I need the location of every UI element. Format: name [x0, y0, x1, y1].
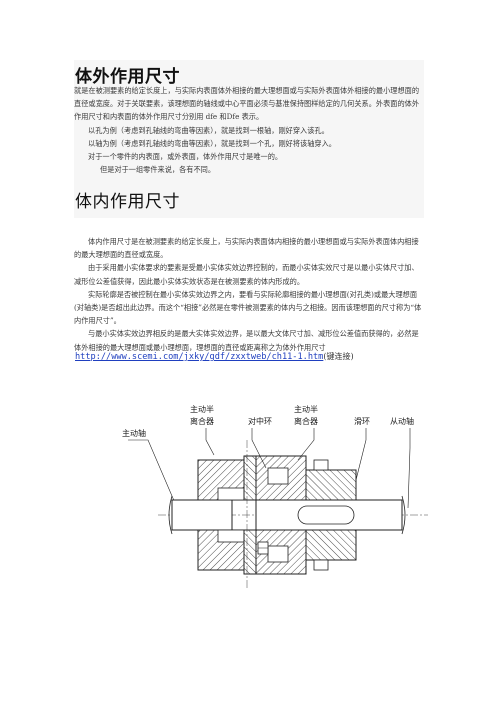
label-driving-shaft: 主动轴: [122, 428, 146, 438]
reference-link-line: http://www.scemi.com/jxky/gdf/zxxtweb/ch…: [75, 351, 354, 362]
section1-background: [74, 60, 424, 184]
section1-item-group: 但是对于一组零件来说，各有不同。: [100, 165, 216, 175]
label-centering-ring: 对中环: [248, 416, 272, 426]
section1-body: 就是在被测要素的给定长度上，与实际内表面体外相接的最大理想面或与实际外表面体外相…: [74, 84, 424, 176]
key-detail: [257, 541, 269, 555]
section1-title: 体外作用尺寸: [75, 67, 180, 87]
centering-ring-shape: [243, 455, 257, 575]
section2-paragraph-4: 与最小实体实效边界相反的是最大实体实效边界，是以最大文体尺寸加、减形位公差值而获…: [74, 329, 419, 352]
section1-paragraph: 就是在被测要素的给定长度上，与实际内表面体外相接的最大理想面或与实际外表面体外相…: [74, 86, 420, 122]
reference-link-suffix: (键连接): [323, 352, 354, 361]
section2-paragraph-3: 实际轮廓是否被控制在最小实体实效边界之内，要看与实际轮廓相接的最小理想面(对孔类…: [74, 289, 422, 326]
slip-ring-shape: [305, 459, 357, 571]
section1-item-unique: 对于一个零件的内表面，或外表面，体外作用尺寸是唯一的。: [88, 152, 283, 162]
label-driving-half-2: 离合器: [190, 416, 214, 426]
label-driven-half-1: 主动半: [294, 404, 318, 414]
section2-paragraph-1: 体内作用尺寸是在被测要素的给定长度上，与实际内表面体内相接的最小理想面或与实际外…: [74, 237, 419, 260]
label-driven-half-2: 离合器: [294, 416, 318, 426]
reference-link[interactable]: http://www.scemi.com/jxky/gdf/zxxtweb/ch…: [75, 352, 324, 362]
clutch-diagram: 主动轴 主动半 离合器 对中环 主动半 离合器 滑环 从动轴: [122, 404, 428, 590]
section1-item-hole: 以孔为例（考虑到孔轴线的弯曲等因素），就是找到一根轴，刚好穿入该孔。: [88, 125, 329, 135]
section2-body: 体内作用尺寸是在被测要素的给定长度上，与实际内表面体内相接的最小理想面或与实际外…: [74, 235, 424, 354]
label-driving-half-1: 主动半: [190, 404, 214, 414]
section2-title: 体内作用尺寸: [75, 192, 180, 212]
leader-lines: [128, 428, 411, 511]
label-slip-ring: 滑环: [354, 416, 370, 426]
section2-title-background: [74, 184, 424, 218]
section1-item-shaft: 以轴为例（考虑到孔轴线的弯曲等因素），就是找到一个孔，刚好将该轴穿入。: [88, 138, 336, 148]
driven-shaft-shape: [255, 495, 406, 535]
label-driven-shaft: 从动轴: [390, 416, 414, 426]
driving-shaft-shape: [168, 495, 233, 535]
section2-paragraph-2: 由于采用最小实体要求的要素是受最小实体实效边界控制的，而最小实体实效尺寸是以最小…: [74, 263, 419, 286]
driven-half-clutch-shape: [255, 455, 307, 575]
